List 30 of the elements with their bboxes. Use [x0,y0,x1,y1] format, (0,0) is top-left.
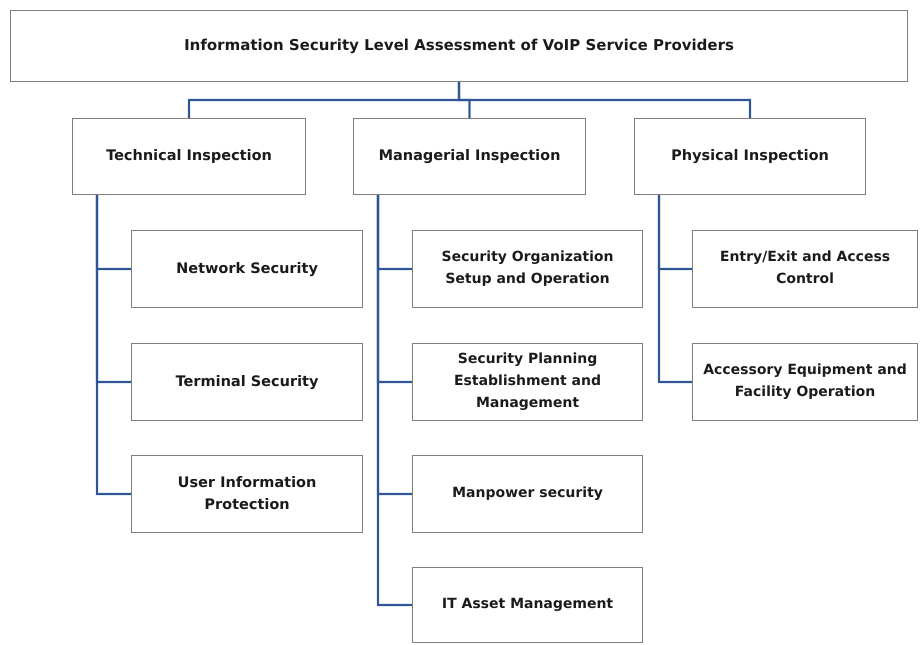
category-box [692,343,918,421]
connector-line [458,82,752,118]
category-box [692,230,918,308]
category-box [634,118,866,195]
box-label: Network Security [176,260,318,279]
title-box [10,10,908,82]
box-label: Entry/Exit and Access Control [718,248,892,289]
box-label: Physical Inspection [671,147,829,166]
box-label: Managerial Inspection [378,147,560,166]
connector-line [658,195,692,384]
category-box [131,230,363,308]
category-box [72,118,306,195]
category-box [412,343,643,421]
category-box [412,230,643,308]
box-label: Information Security Level Assessment of VoIP Service Providers [184,35,734,56]
box-label: Manpower security [452,484,603,504]
box-label: IT Asset Management [442,595,614,614]
box-label: Accessory Equipment and Facility Operation [702,361,908,402]
connector-line [96,195,131,496]
category-box [131,343,363,421]
box-label: Technical Inspection [106,147,272,166]
category-box [353,118,586,195]
category-box [131,455,363,533]
box-label: Security Planning Establishment and Management [452,350,602,413]
box-label: User Information Protection [176,474,318,515]
box-label: Terminal Security [176,372,318,392]
category-box [412,567,643,643]
category-box [412,455,643,533]
connector-line [376,195,412,606]
box-label: Security Organization Setup and Operation [440,248,614,289]
